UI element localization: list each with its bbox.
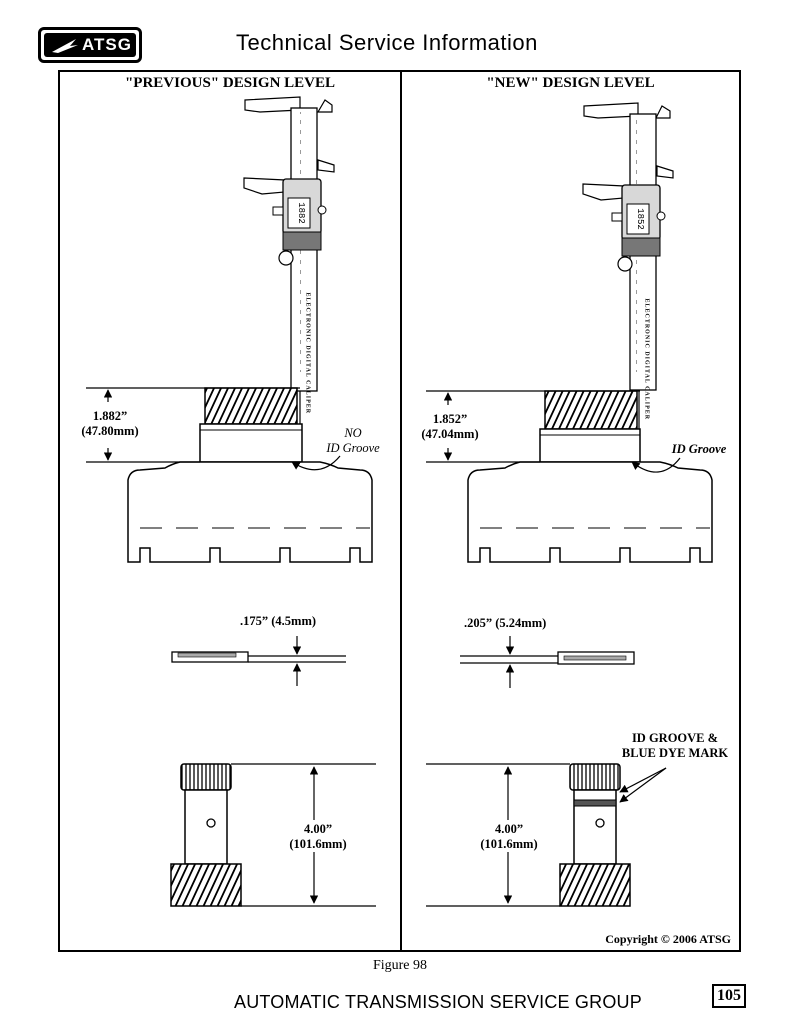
previous-design-panel: "PREVIOUS" DESIGN LEVEL	[58, 70, 402, 952]
left-caliper: 1882	[243, 96, 335, 462]
footer-text: AUTOMATIC TRANSMISSION SERVICE GROUP	[234, 992, 642, 1012]
right-thickness-label: .205” (5.24mm)	[464, 616, 547, 630]
left-groove-line2: ID Groove	[326, 441, 380, 455]
right-mark-line1: ID GROOVE &	[631, 731, 719, 745]
right-mark-label: ID GROOVE & BLUE DYE MARK	[612, 731, 738, 761]
left-groove-line1: NO	[344, 426, 362, 440]
left-height-mm: (47.80mm)	[81, 424, 139, 438]
right-washer	[460, 636, 635, 688]
left-groove-label: NO ID Groove	[318, 426, 388, 456]
copyright: Copyright © 2006 ATSG	[605, 932, 731, 946]
right-mark-line2: BLUE DYE MARK	[621, 746, 729, 760]
left-height-inches: 1.882”	[92, 409, 128, 423]
right-caliper-readout: 1852	[635, 208, 645, 230]
logo-text: ATSG	[82, 35, 132, 54]
right-caliper: 1852	[582, 102, 674, 462]
new-design-heading: "NEW" DESIGN LEVEL	[486, 75, 655, 91]
right-groove-label: ID Groove	[671, 442, 727, 456]
right-length-label: 4.00” (101.6mm)	[469, 822, 549, 852]
left-length-inches: 4.00”	[303, 822, 333, 836]
left-caliper-text: ELECTRONIC DIGITAL CALIPER	[304, 292, 311, 415]
left-length-label: 4.00” (101.6mm)	[278, 822, 358, 852]
left-washer	[171, 636, 346, 686]
figure-caption: Figure 98	[372, 958, 428, 973]
left-shaft	[170, 763, 376, 907]
right-height-inches: 1.852”	[432, 412, 468, 426]
left-caliper-readout: 1882	[296, 202, 306, 224]
left-gear-stack	[86, 387, 373, 563]
right-gear-stack	[426, 390, 713, 563]
atsg-logo: ATSG	[38, 27, 142, 63]
previous-design-heading: "PREVIOUS" DESIGN LEVEL	[124, 75, 336, 91]
logo-emblem-icon	[52, 39, 78, 53]
left-height-label: 1.882” (47.80mm)	[78, 409, 142, 439]
right-caliper-text: ELECTRONIC DIGITAL CALIPER	[643, 298, 650, 421]
left-thickness-label: .175” (4.5mm)	[240, 614, 317, 628]
right-height-mm: (47.04mm)	[421, 427, 479, 441]
page-title: Technical Service Information	[236, 30, 538, 55]
right-shaft	[426, 763, 667, 907]
right-length-mm: (101.6mm)	[480, 837, 538, 851]
page-number: 105	[712, 984, 746, 1008]
right-length-inches: 4.00”	[494, 822, 524, 836]
new-design-panel: "NEW" DESIGN LEVEL Copyright © 2006 ATSG	[400, 70, 741, 952]
right-height-label: 1.852” (47.04mm)	[418, 412, 482, 442]
left-length-mm: (101.6mm)	[289, 837, 347, 851]
